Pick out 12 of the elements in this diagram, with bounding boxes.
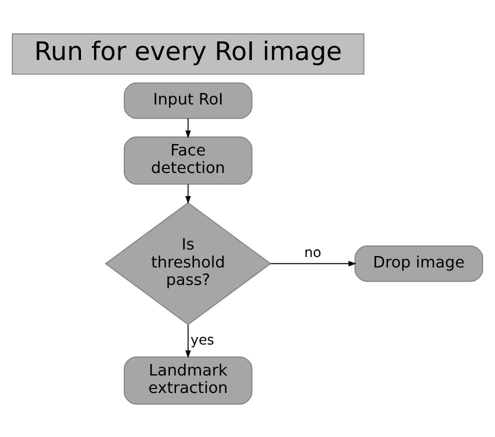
node-box: Drop image: [354, 245, 484, 282]
arrow: [185, 117, 191, 138]
edge-label: yes: [190, 332, 214, 348]
arrow: [185, 324, 191, 358]
node-box: Landmark extraction: [124, 356, 252, 404]
edge-label: no: [304, 244, 322, 260]
node-box: Run for every RoI image: [12, 32, 364, 74]
node-box: Face detection: [124, 136, 252, 184]
arrow: [185, 183, 191, 204]
node-box: Input RoI: [124, 82, 252, 118]
node-diamond: Is threshold pass?: [104, 202, 272, 325]
arrow: [270, 260, 356, 266]
